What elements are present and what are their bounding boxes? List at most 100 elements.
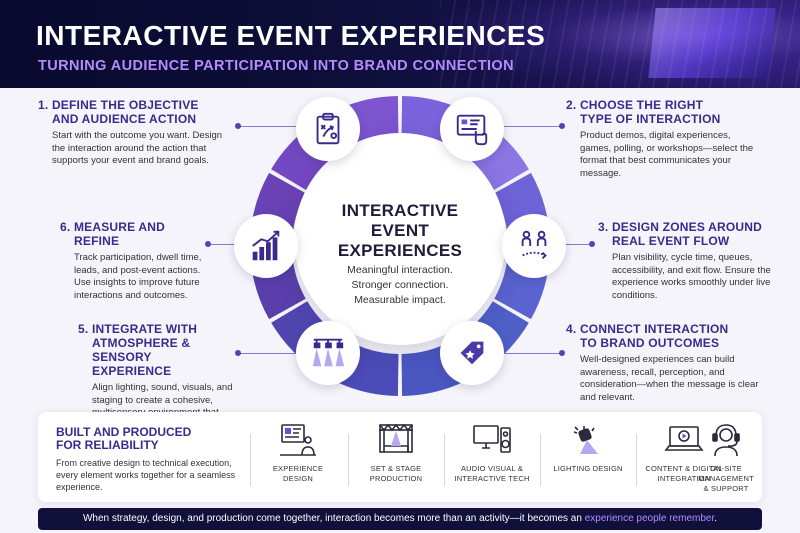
step-title-line: REFINE bbox=[74, 234, 120, 248]
step-title-line: 3. DESIGN ZONES AROUND bbox=[598, 220, 762, 234]
step-1: 1. DEFINE THE OBJECTIVE AND AUDIENCE ACT… bbox=[38, 98, 234, 168]
step-2-description: Product demos, digital experiences, game… bbox=[580, 130, 754, 179]
connector-dot-6 bbox=[205, 241, 211, 247]
step-4-description: Well-designed experiences can build awar… bbox=[580, 354, 759, 403]
connector-line-1 bbox=[238, 126, 296, 127]
step-3: 3. DESIGN ZONES AROUND REAL EVENT FLOW P… bbox=[598, 220, 778, 302]
step-title-line: 1. DEFINE THE OBJECTIVE bbox=[38, 98, 199, 112]
step-6-description: Track participation, dwell time, leads, … bbox=[74, 252, 202, 301]
connector-dot-3 bbox=[589, 241, 595, 247]
service-label: EXPERIENCE DESIGN bbox=[254, 464, 342, 484]
design-monitor-icon bbox=[280, 424, 316, 456]
service-label-line: PRODUCTION bbox=[369, 474, 423, 483]
panel-title: BUILT AND PRODUCED FOR RELIABILITY bbox=[56, 426, 191, 452]
step-title-line: EXPERIENCE bbox=[92, 364, 172, 378]
people-flow-icon bbox=[502, 214, 566, 278]
service-label: LIGHTING DESIGN bbox=[544, 464, 632, 474]
connector-line-4 bbox=[504, 353, 562, 354]
step-4-title: 4. CONNECT INTERACTION TO BRAND OUTCOMES bbox=[566, 322, 762, 350]
headset-icon bbox=[712, 424, 740, 457]
step-title-line: TYPE OF INTERACTION bbox=[580, 112, 721, 126]
service-label: AUDIO VISUAL & INTERACTIVE TECH bbox=[448, 464, 536, 484]
connector-line-5 bbox=[238, 353, 296, 354]
step-6-title: 6. MEASURE AND REFINE bbox=[60, 220, 210, 248]
step-3-title: 3. DESIGN ZONES AROUND REAL EVENT FLOW bbox=[598, 220, 778, 248]
panel-divider bbox=[636, 434, 637, 486]
step-title-line: REAL EVENT FLOW bbox=[612, 234, 730, 248]
step-1-title: 1. DEFINE THE OBJECTIVE AND AUDIENCE ACT… bbox=[38, 98, 234, 126]
service-label-line: & SUPPORT bbox=[703, 484, 749, 493]
truss-stage-icon bbox=[379, 423, 413, 453]
step-3-description: Plan visibility, cycle time, queues, acc… bbox=[612, 252, 771, 301]
tagline-line: Stronger connection. bbox=[351, 279, 449, 291]
connector-dot-1 bbox=[235, 123, 241, 129]
laptop-play-icon bbox=[664, 426, 704, 451]
service-experience-design: EXPERIENCE DESIGN bbox=[254, 422, 342, 498]
connector-dot-5 bbox=[235, 350, 241, 356]
connector-dot-4 bbox=[559, 350, 565, 356]
service-lighting-design: LIGHTING DESIGN bbox=[544, 422, 632, 498]
panel-divider bbox=[540, 434, 541, 486]
step-4: 4. CONNECT INTERACTION TO BRAND OUTCOMES… bbox=[566, 322, 762, 404]
panel-description: From creative design to technical execut… bbox=[56, 458, 236, 492]
connector-line-3 bbox=[552, 244, 592, 245]
stage-lights-icon bbox=[296, 321, 360, 385]
spotlight-icon bbox=[573, 426, 598, 454]
av-monitor-speaker-icon bbox=[473, 425, 511, 453]
service-content-digital: CONTENT & DIGITAL INTEGRATION bbox=[640, 422, 728, 498]
footer-end: . bbox=[714, 513, 718, 524]
step-title-line: 6. MEASURE AND bbox=[60, 220, 166, 234]
panel-title-line: BUILT AND PRODUCED bbox=[56, 425, 192, 439]
center-title-line: EVENT bbox=[370, 221, 430, 240]
page-title: INTERACTIVE EVENT EXPERIENCES bbox=[36, 20, 546, 51]
step-title-line: 4. CONNECT INTERACTION bbox=[566, 322, 729, 336]
panel-title-line: FOR RELIABILITY bbox=[56, 438, 159, 452]
touchscreen-icon bbox=[440, 97, 504, 161]
center-tagline: Meaningful interaction. Stronger connect… bbox=[294, 263, 506, 308]
step-6: 6. MEASURE AND REFINE Track participatio… bbox=[60, 220, 210, 302]
service-label-line: EXPERIENCE bbox=[272, 464, 324, 473]
service-audio-visual: AUDIO VISUAL & INTERACTIVE TECH bbox=[448, 422, 536, 498]
service-label: SET & STAGE PRODUCTION bbox=[352, 464, 440, 484]
connector-line-6 bbox=[208, 244, 248, 245]
footer-highlight: experience people remember bbox=[584, 513, 715, 524]
page-subtitle: TURNING AUDIENCE PARTICIPATION INTO BRAN… bbox=[38, 58, 514, 74]
growth-chart-icon bbox=[234, 214, 298, 278]
center-hub: INTERACTIVE EVENT EXPERIENCES Meaningful… bbox=[294, 133, 506, 345]
step-title-line: AND AUDIENCE ACTION bbox=[52, 112, 197, 126]
footer-text: When strategy, design, and production co… bbox=[82, 513, 585, 524]
panel-divider bbox=[444, 434, 445, 486]
step-title-line: ATMOSPHERE & SENSORY bbox=[92, 336, 191, 364]
stage-light-beams bbox=[440, 0, 800, 88]
service-label-line: SET & STAGE bbox=[370, 464, 422, 473]
brand-tag-icon bbox=[440, 321, 504, 385]
step-title-line: 5. INTEGRATE WITH bbox=[78, 322, 198, 336]
service-label-line: AUDIO VISUAL & bbox=[460, 464, 524, 473]
service-label-line: CONTENT & DIGITAL bbox=[645, 464, 723, 473]
panel-divider bbox=[250, 434, 251, 486]
step-5-title: 5. INTEGRATE WITH ATMOSPHERE & SENSORY E… bbox=[78, 322, 238, 378]
header-banner: INTERACTIVE EVENT EXPERIENCES TURNING AU… bbox=[0, 0, 800, 88]
service-set-stage: SET & STAGE PRODUCTION bbox=[352, 422, 440, 498]
service-label-line: INTEGRATION bbox=[657, 474, 711, 483]
connector-line-2 bbox=[504, 126, 562, 127]
clipboard-strategy-icon bbox=[296, 97, 360, 161]
tagline-line: Meaningful interaction. bbox=[347, 264, 453, 276]
reliability-panel: BUILT AND PRODUCED FOR RELIABILITY From … bbox=[38, 412, 762, 502]
center-title-line: INTERACTIVE bbox=[341, 201, 459, 220]
service-label: ON-SITE MANAGEMENT & SUPPORT bbox=[684, 464, 768, 494]
center-title: INTERACTIVE EVENT EXPERIENCES bbox=[294, 201, 506, 261]
service-onsite-management: ON-SITE MANAGEMENT & SUPPORT bbox=[684, 422, 768, 498]
step-2-title: 2. CHOOSE THE RIGHT TYPE OF INTERACTION bbox=[566, 98, 762, 126]
step-title-line: TO BRAND OUTCOMES bbox=[580, 336, 720, 350]
footer-banner: When strategy, design, and production co… bbox=[38, 508, 762, 530]
center-title-line: EXPERIENCES bbox=[337, 241, 463, 260]
service-label-line: INTERACTIVE TECH bbox=[454, 474, 530, 483]
step-2: 2. CHOOSE THE RIGHT TYPE OF INTERACTION … bbox=[566, 98, 762, 180]
step-title-line: 2. CHOOSE THE RIGHT bbox=[566, 98, 704, 112]
step-1-description: Start with the outcome you want. Design … bbox=[52, 130, 223, 166]
tagline-line: Measurable impact. bbox=[354, 294, 446, 306]
service-label-line: DESIGN bbox=[283, 474, 313, 483]
panel-divider bbox=[348, 434, 349, 486]
service-label: CONTENT & DIGITAL INTEGRATION bbox=[640, 464, 728, 484]
